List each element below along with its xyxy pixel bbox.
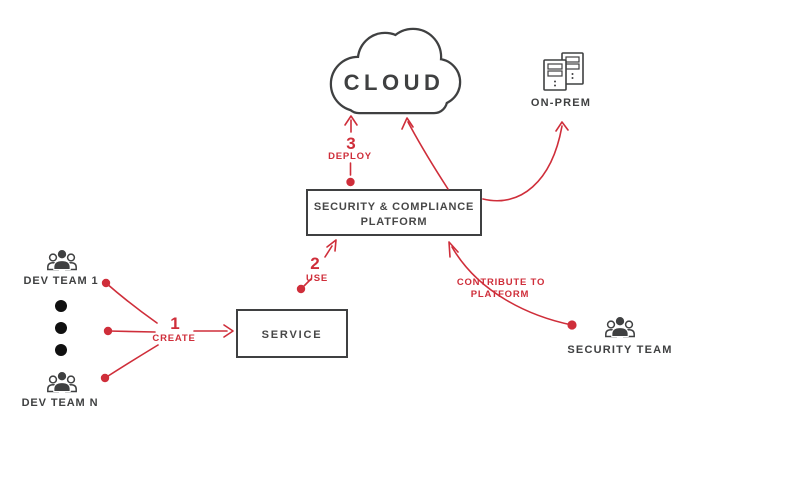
platform-to-onprem-arrow <box>482 121 569 202</box>
use-origin-dot <box>296 284 306 294</box>
on-prem-label: ON-PREM <box>531 97 591 109</box>
cloud-node: CLOUD <box>329 27 462 115</box>
platform-to-cloud-arrowhead <box>401 117 414 130</box>
create-label: CREATE <box>152 333 195 344</box>
create-arrowhead <box>223 324 234 338</box>
use-flow: 2 USE <box>296 239 337 294</box>
on-prem-node: ON-PREM <box>531 52 591 109</box>
platform-box <box>306 189 482 236</box>
use-arrowhead <box>326 239 337 252</box>
contribute-arrowhead <box>448 241 459 258</box>
security-team-team-icon <box>605 315 635 338</box>
service-node: SERVICE <box>236 309 348 358</box>
use-line-start <box>303 278 312 287</box>
service-label: SERVICE <box>262 329 323 341</box>
contribute-label-line1: CONTRIBUTE TO <box>457 277 545 288</box>
security-team-node: SECURITY TEAM <box>567 315 672 356</box>
service-box <box>236 309 348 358</box>
vertical-ellipsis-icon <box>55 300 67 356</box>
contribute-flow: CONTRIBUTE TO PLATFORM <box>448 241 577 330</box>
dev-team-1-node: DEV TEAM 1 <box>23 248 98 287</box>
platform-node: SECURITY & COMPLIANCE PLATFORM <box>306 189 482 236</box>
deploy-flow: 3 DEPLOY <box>328 115 372 187</box>
create-flow: 1 CREATE <box>100 278 234 383</box>
platform-label-line1: SECURITY & COMPLIANCE <box>314 201 474 213</box>
cloud-label: CLOUD <box>344 70 445 95</box>
platform-to-onprem-arrowhead <box>555 121 569 132</box>
create-line-from-teamn <box>104 344 159 379</box>
platform-to-cloud-curve <box>407 121 449 190</box>
dev-team-n-team-icon <box>47 370 77 393</box>
platform-to-onprem-curve <box>482 125 563 202</box>
server-towers-icon <box>543 52 584 91</box>
dev-team-1-label: DEV TEAM 1 <box>23 275 98 287</box>
step-2-number: 2 <box>310 254 319 273</box>
deploy-label: DEPLOY <box>328 151 372 162</box>
deploy-arrowhead <box>344 115 358 126</box>
platform-to-cloud-arrow <box>401 117 449 190</box>
step-3-number: 3 <box>346 134 355 153</box>
contribute-curve <box>451 246 573 326</box>
step-1-number: 1 <box>170 314 179 333</box>
cloud-icon <box>329 27 462 115</box>
dev-team-n-node: DEV TEAM N <box>22 370 99 409</box>
use-label: USE <box>306 273 328 284</box>
create-line-from-middle <box>107 330 156 333</box>
security-team-label: SECURITY TEAM <box>567 344 672 356</box>
contribute-label-line2: PLATFORM <box>471 289 529 300</box>
create-line-from-team1 <box>105 282 158 324</box>
use-arrow-shaft <box>324 245 333 258</box>
platform-label-line2: PLATFORM <box>361 216 428 228</box>
deploy-origin-dot <box>346 177 355 187</box>
dev-team-1-team-icon <box>47 248 77 271</box>
dev-team-n-label: DEV TEAM N <box>22 397 99 409</box>
